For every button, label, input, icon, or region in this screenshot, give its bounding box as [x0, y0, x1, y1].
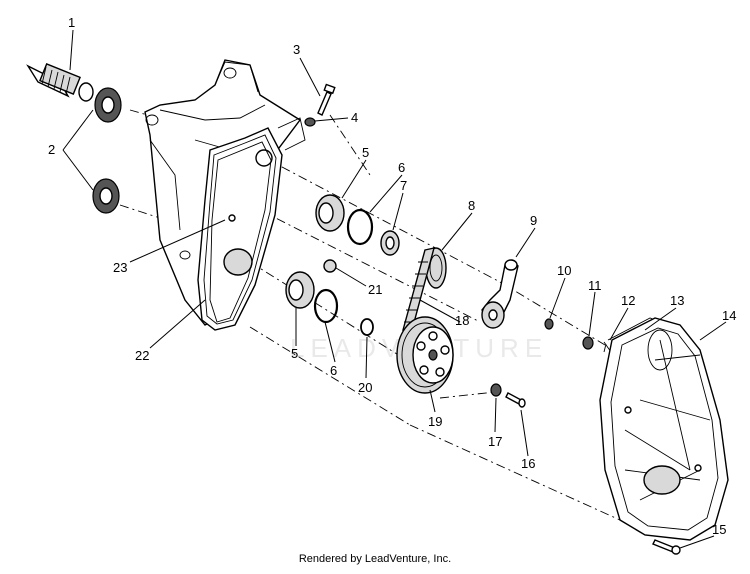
- callout-5-lower: 5: [291, 346, 298, 361]
- callout-13: 13: [670, 293, 684, 308]
- seal-parts: [92, 87, 122, 214]
- callout-3: 3: [293, 42, 300, 57]
- chain-case-cover: [599, 317, 729, 541]
- o-ring-part: [360, 318, 374, 336]
- nut-part: [582, 336, 594, 350]
- snap-ring-lower: [313, 288, 339, 324]
- callout-7: 7: [400, 178, 407, 193]
- chain-tensioner: [481, 259, 519, 329]
- callout-20: 20: [358, 380, 372, 395]
- callout-12: 12: [621, 293, 635, 308]
- callout-19: 19: [428, 414, 442, 429]
- gear-case-housing: [144, 59, 306, 331]
- callout-9: 9: [530, 213, 537, 228]
- callout-14: 14: [722, 308, 736, 323]
- callout-15: 15: [712, 522, 726, 537]
- callout-23: 23: [113, 260, 127, 275]
- callout-5: 5: [362, 145, 369, 160]
- callout-11: 11: [588, 278, 602, 293]
- bolt-lower: [505, 392, 526, 408]
- driven-gear: [396, 316, 454, 394]
- washer-lower: [490, 383, 502, 397]
- callout-2: 2: [48, 142, 55, 157]
- callout-8: 8: [468, 198, 475, 213]
- leader-lines: [62, 29, 727, 549]
- callout-17: 17: [488, 434, 502, 449]
- callout-16: 16: [521, 456, 535, 471]
- callout-4: 4: [351, 110, 358, 125]
- bearing-lower: [285, 271, 315, 309]
- callout-21: 21: [368, 282, 382, 297]
- bearing-upper: [315, 194, 345, 232]
- cover-bolt: [652, 539, 681, 555]
- callout-6-lower: 6: [330, 363, 337, 378]
- callout-10: 10: [557, 263, 571, 278]
- render-credit: Rendered by LeadVenture, Inc.: [298, 553, 452, 565]
- washer-small: [544, 318, 554, 330]
- callout-22: 22: [135, 348, 149, 363]
- shaft-part: [26, 63, 94, 102]
- callout-1: 1: [68, 15, 75, 30]
- assembly-axes: [119, 109, 621, 521]
- callout-labels: 1 2 3 4 5 6 7 8 9 10 11 12 13 14 15 16 1…: [48, 15, 736, 537]
- callout-18: 18: [455, 313, 469, 328]
- snap-ring-upper: [346, 208, 374, 246]
- spacer-part: [380, 230, 400, 256]
- bolt-part: [317, 83, 336, 116]
- callout-6: 6: [398, 160, 405, 175]
- housing-gasket: [209, 141, 272, 323]
- plug-part: [323, 259, 337, 273]
- washer-part: [304, 117, 316, 127]
